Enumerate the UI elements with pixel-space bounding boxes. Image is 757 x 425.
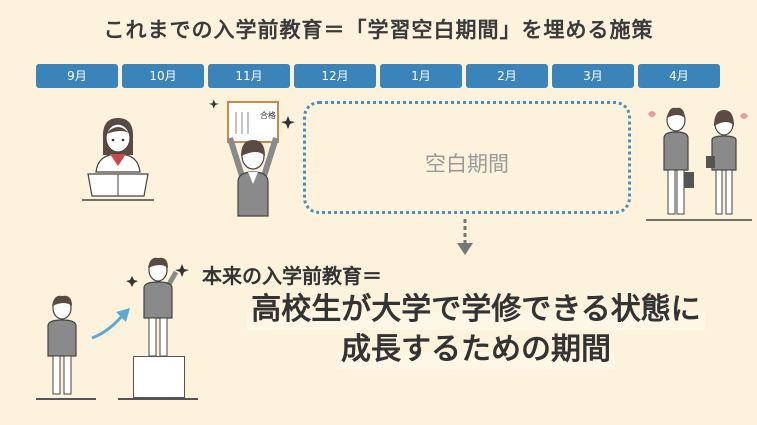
graduates-illustration: [646, 107, 752, 221]
growth-arrow-icon: [91, 308, 130, 340]
page-title: これまでの入学前教育＝「学習空白期間」を埋める施策: [103, 18, 654, 42]
main-message-line2: 成長するための期間: [337, 330, 615, 370]
main-message: 高校生が大学で学修できる状態に 成長するための期間: [196, 290, 756, 370]
ground-line-right: [118, 398, 198, 400]
month-mar: 3月: [552, 64, 634, 88]
month-feb: 2月: [466, 64, 548, 88]
studying-student-illustration: [82, 118, 154, 201]
student-before-illustration: [47, 295, 77, 395]
ground-line-left: [36, 398, 96, 400]
blank-period-box: 空白期間: [303, 101, 631, 214]
subtitle: 本来の入学前教育＝: [202, 264, 382, 288]
student-after-illustration: [126, 257, 189, 357]
blank-period-label: 空白期間: [425, 152, 509, 176]
month-dec: 12月: [294, 64, 376, 88]
month-oct: 10月: [122, 64, 204, 88]
month-jan: 1月: [380, 64, 462, 88]
month-apr: 4月: [638, 64, 720, 88]
down-arrow-icon: [457, 219, 473, 255]
main-message-line1: 高校生が大学で学修できる状態に: [247, 290, 705, 330]
passing-student-illustration: 合格: [208, 99, 295, 217]
month-sep: 9月: [36, 64, 118, 88]
month-timeline: 9月 10月 11月 12月 1月 2月 3月 4月: [36, 64, 720, 88]
certificate-text: 合格: [260, 110, 276, 120]
pedestal: [133, 356, 185, 398]
month-nov: 11月: [208, 64, 290, 88]
